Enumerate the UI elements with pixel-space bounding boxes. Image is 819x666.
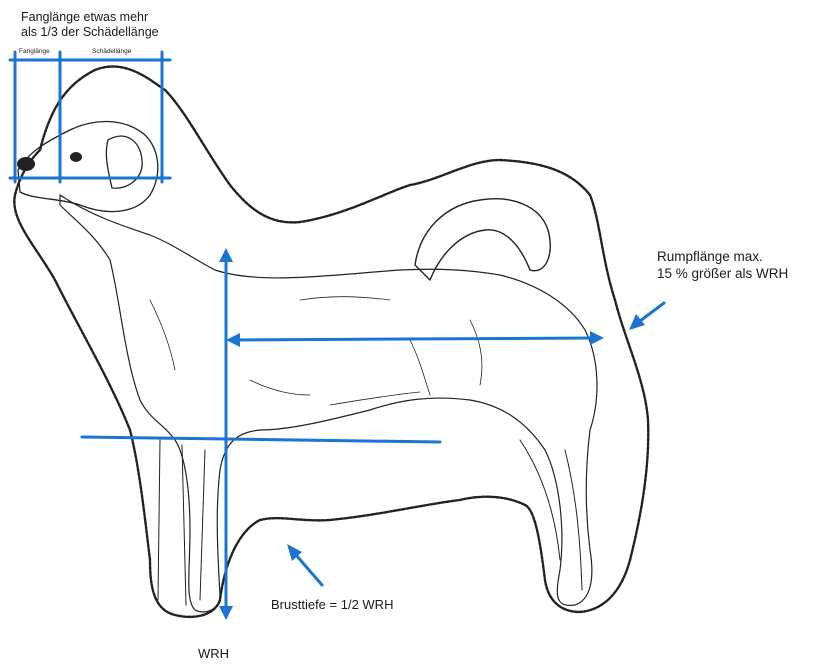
nose [17,157,35,171]
rumpf-label-line1: Rumpflänge max. [657,249,763,265]
front-leg-lines [158,440,205,605]
fur-outline [14,67,648,617]
shading-strokes [150,297,482,405]
body-arrowhead-left [226,333,240,347]
chest-depth-line [82,437,440,442]
brust-arrow-shaft [296,555,322,585]
hind-leg-lines [520,440,582,590]
schaedel-small-label: Schädellänge [92,48,131,55]
ear-outline [106,136,142,188]
measurement-lines [10,52,664,610]
wrh-label: WRH [198,646,229,661]
rumpf-arrow-shaft [640,303,664,321]
tail-outline [415,199,550,280]
body-length-line [234,338,595,340]
head-outline [18,122,158,212]
eye [70,152,82,162]
brust-label: Brusttiefe = 1/2 WRH [271,597,393,612]
wrh-arrowhead-bottom [219,606,233,620]
rumpf-arrowhead [629,314,645,330]
fang-note-line2: als 1/3 der Schädellänge [21,25,159,40]
fang-note-line1: Fanglänge etwas mehr [21,10,148,25]
rumpf-label-line2: 15 % größer als WRH [657,266,788,282]
dog-sketch [14,67,648,617]
body-outline [60,195,597,612]
wrh-arrowhead-top [219,248,233,262]
fang-small-label: Fanglänge [19,48,50,55]
body-arrowhead-right [590,331,604,345]
